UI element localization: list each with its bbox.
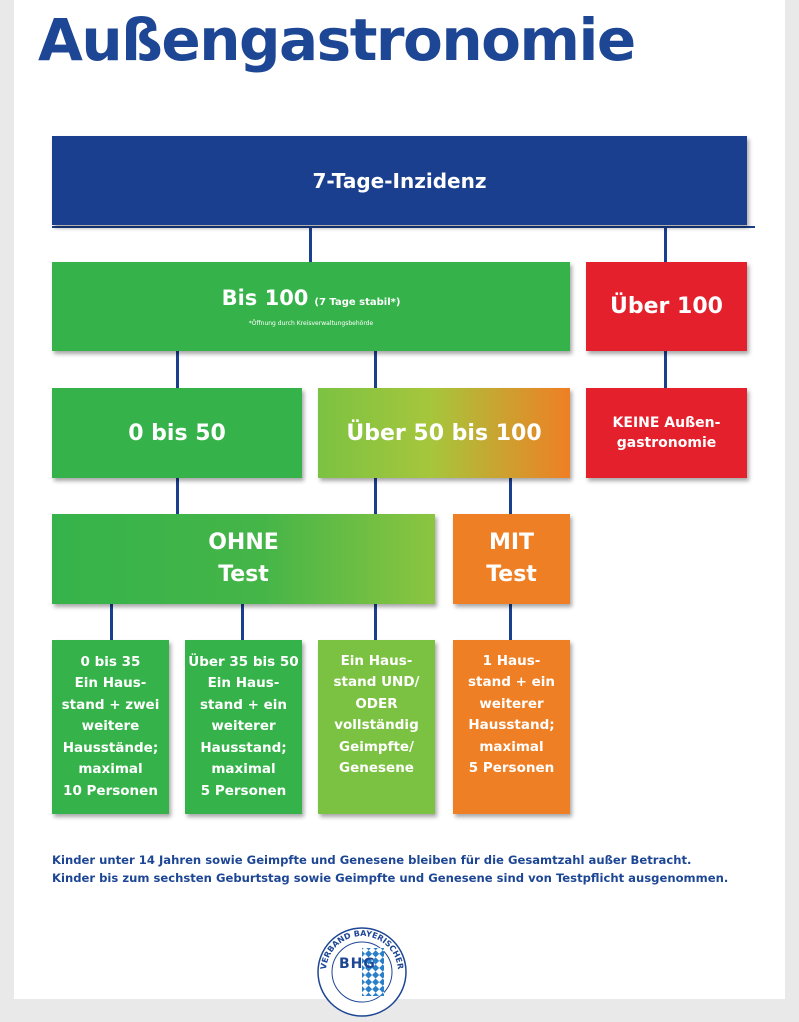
logo-letters: BHG [339,956,376,972]
0-bis-50-label: 0 bis 50 [128,420,226,446]
ueber-100-box: Über 100 [586,262,747,351]
page-title: Außengastronomie [38,6,636,74]
leaf-1-hausstand-mit-test: 1 Haus- stand + ein weiterer Hausstand; … [453,640,570,814]
connector-bis100-to-0bis50 [176,351,179,388]
leaf-ein-hausstand-geimpfte-text: Ein Haus- stand UND/ ODER vollständig Ge… [333,652,420,777]
footnote-line-1: Kinder unter 14 Jahren sowie Geimpfte un… [52,853,692,867]
connector-0bis50-to-ohne [176,478,179,514]
root-box-7-tage-inzidenz: 7-Tage-Inzidenz [52,136,747,225]
bis-100-box: Bis 100 (7 Tage stabil*) *Öffnung durch … [52,262,570,351]
connector-ohne-to-leaf1 [110,604,113,640]
mit-test-box: MIT Test [453,514,570,604]
leaf-1-hausstand-mit-test-text: 1 Haus- stand + ein weiterer Hausstand; … [468,652,555,777]
footnotes: Kinder unter 14 Jahren sowie Geimpfte un… [52,851,772,887]
bis-100-small-label: (7 Tage stabil*) [314,297,401,308]
leaf-ueber-35-bis-50: Über 35 bis 50 Ein Haus- stand + ein wei… [185,640,302,814]
leaf-ein-hausstand-geimpfte: Ein Haus- stand UND/ ODER vollständig Ge… [318,640,435,814]
mit-test-label: MIT Test [486,530,537,587]
ohne-test-label: OHNE Test [208,530,279,587]
keine-aussengastronomie-box: KEINE Außen- gastronomie [586,388,747,478]
ueber-50-bis-100-label: Über 50 bis 100 [346,420,542,446]
ohne-test-box: OHNE Test [52,514,435,604]
bis-100-label: Bis 100 [221,286,309,310]
ueber-100-label: Über 100 [610,294,723,319]
connector-ohne-to-leaf2 [241,604,244,640]
connector-50bis100-to-ohne [374,478,377,514]
keine-label: KEINE Außen- gastronomie [612,415,721,451]
connector-root-to-ueber100 [664,226,667,262]
ueber-50-bis-100-box: Über 50 bis 100 [318,388,570,478]
footnote-line-2: Kinder bis zum sechsten Geburtstag sowie… [52,871,729,885]
root-label: 7-Tage-Inzidenz [312,168,487,193]
connector-ohne-to-leaf3 [374,604,377,640]
connector-ueber100-to-keine [664,351,667,388]
leaf-0-bis-35: 0 bis 35 Ein Haus- stand + zwei weitere … [52,640,169,814]
0-bis-50-box: 0 bis 50 [52,388,302,478]
bis-100-footnote: *Öffnung durch Kreisverwaltungsbehörde [248,320,374,327]
leaf-ueber-35-bis-50-text: Über 35 bis 50 Ein Haus- stand + ein wei… [188,653,299,799]
bhg-logo: VERBAND BAYERISCHER HOTEL- UND BHG [312,922,407,1017]
bis-100-heading: Bis 100 (7 Tage stabil*) [222,286,401,310]
leaf-0-bis-35-text: 0 bis 35 Ein Haus- stand + zwei weitere … [61,653,160,799]
connector-root-to-bis100 [309,226,312,262]
connector-root-underline [52,226,755,228]
connector-mit-to-leaf4 [509,604,512,640]
connector-bis100-to-50bis100 [374,351,377,388]
connector-50bis100-to-mit [509,478,512,514]
